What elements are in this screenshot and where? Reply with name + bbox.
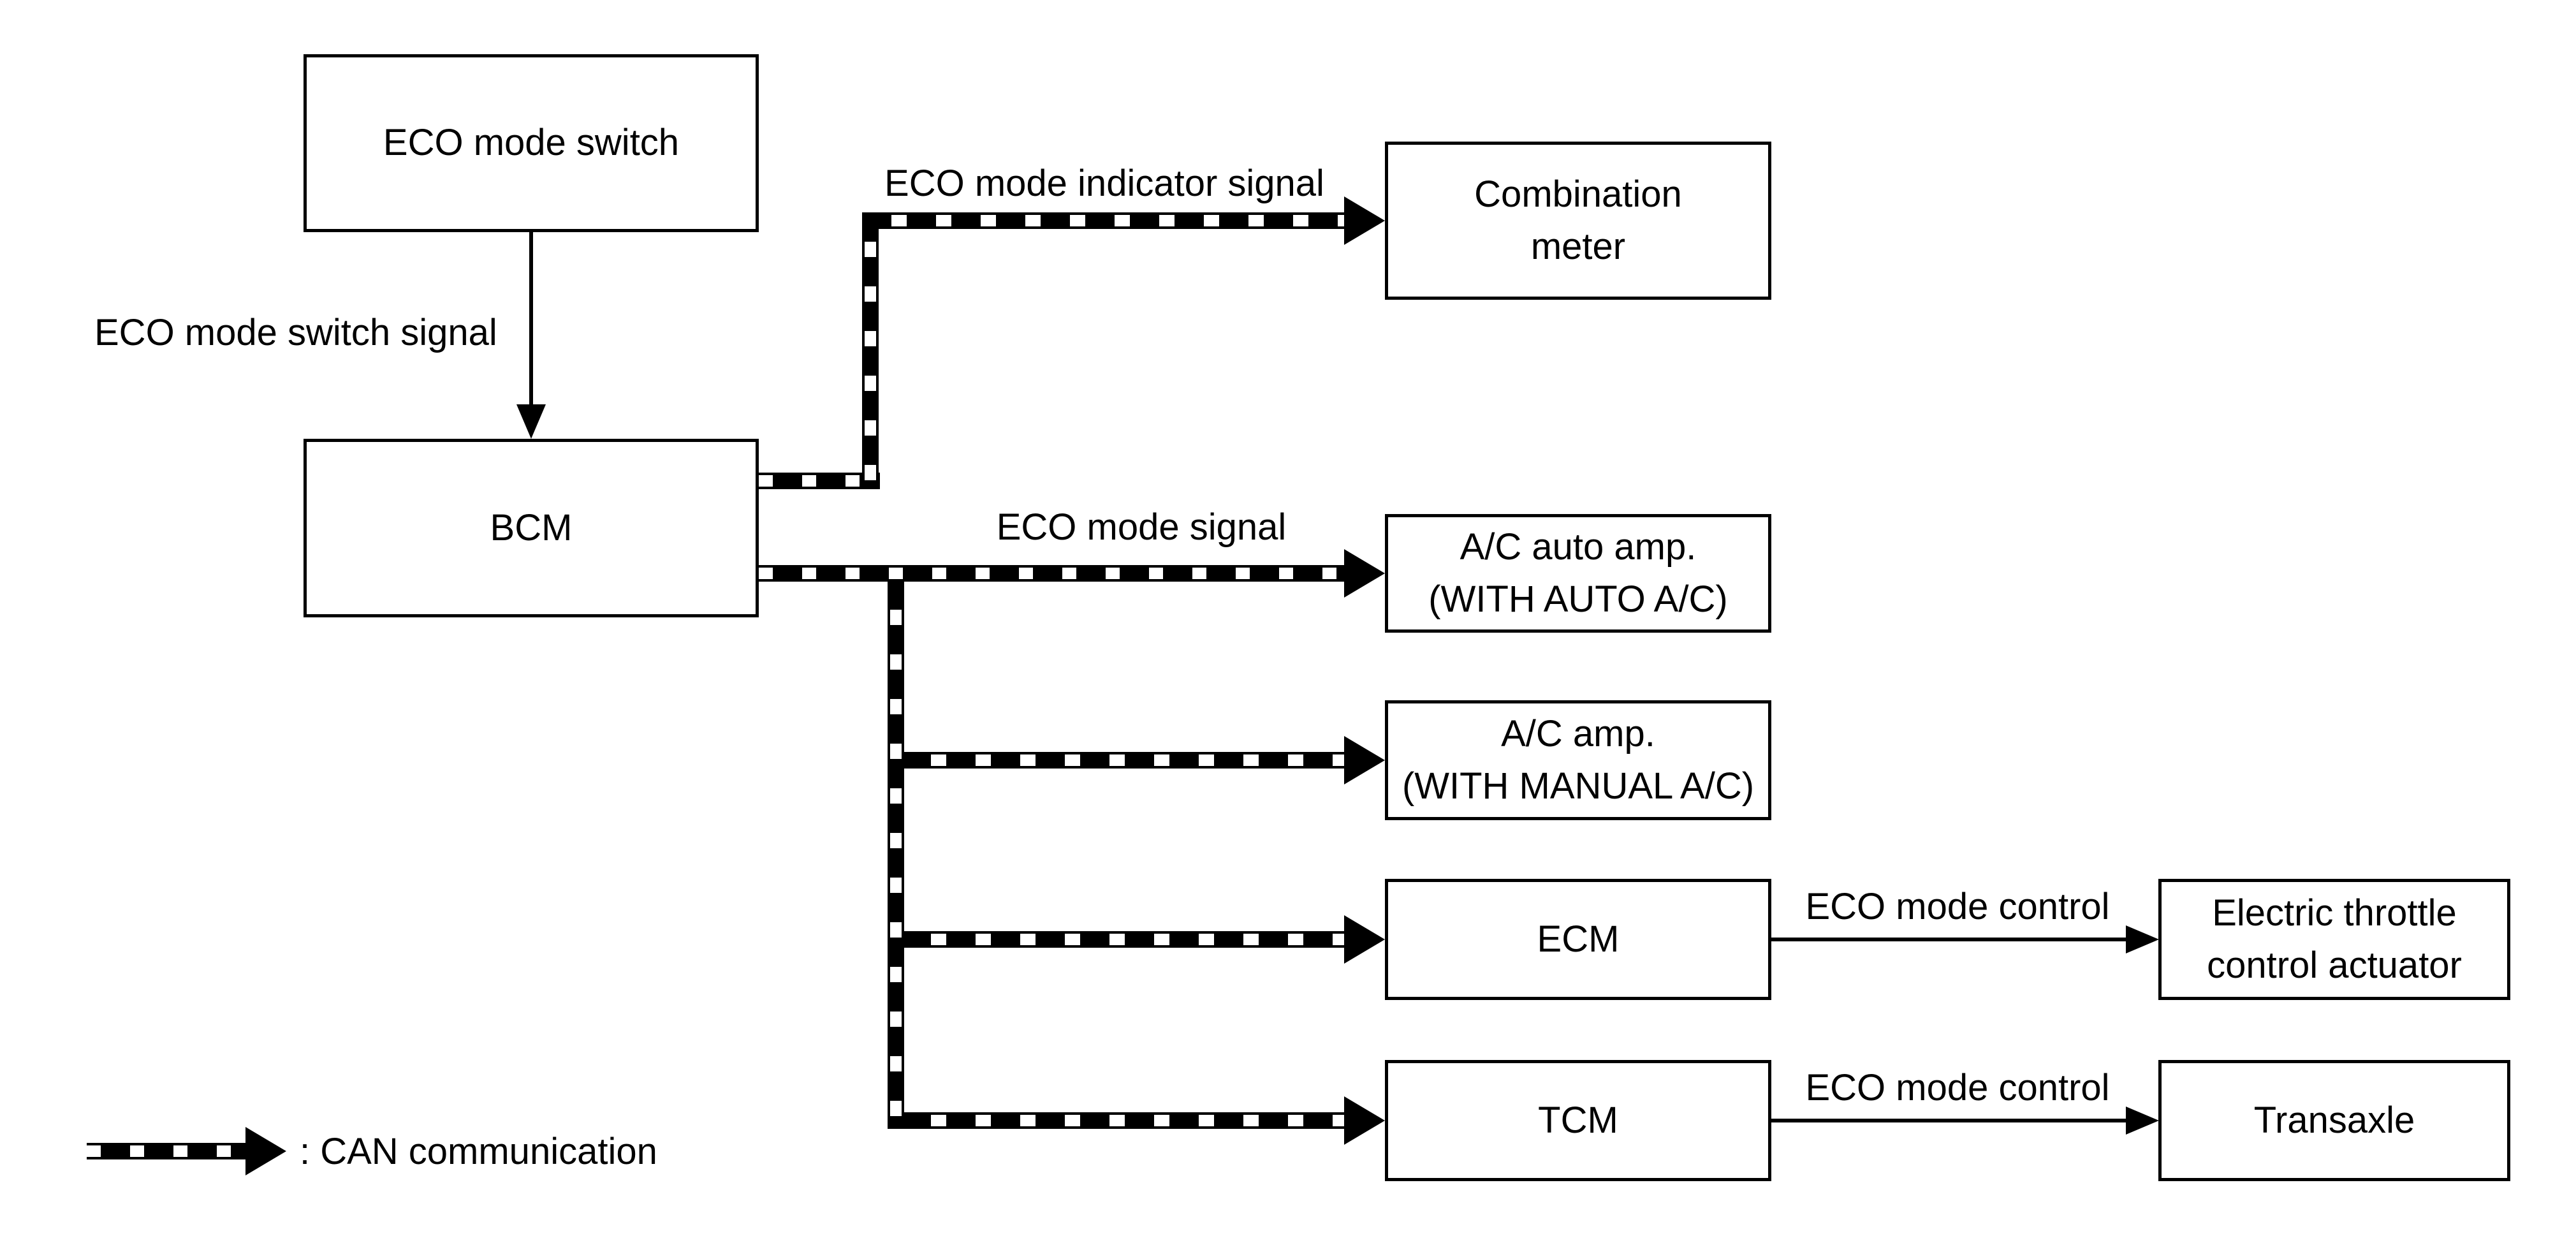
can-line-mode-signal-horizontal bbox=[759, 565, 1345, 582]
edge-label-eco-mode-indicator-signal: ECO mode indicator signal bbox=[884, 163, 1324, 204]
edge-label-eco-mode-switch-signal: ECO mode switch signal bbox=[94, 312, 497, 353]
can-arrowhead-tcm bbox=[1344, 1096, 1385, 1145]
can-line-to-ecm bbox=[902, 931, 1345, 948]
edge-label-eco-mode-signal: ECO mode signal bbox=[996, 506, 1287, 548]
connector-switch-to-bcm-arrowhead bbox=[516, 404, 546, 439]
node-ac-auto-amp: A/C auto amp. (WITH AUTO A/C) bbox=[1385, 514, 1771, 633]
can-arrowhead-combination-meter bbox=[1344, 196, 1385, 245]
legend-can-arrowhead bbox=[245, 1127, 286, 1175]
node-combination-meter: Combination meter bbox=[1385, 142, 1771, 300]
node-eco-mode-switch: ECO mode switch bbox=[304, 54, 759, 232]
can-line-to-tcm bbox=[902, 1112, 1345, 1129]
can-arrowhead-ac-amp bbox=[1344, 736, 1385, 784]
node-electric-throttle-control-actuator: Electric throttle control actuator bbox=[2158, 879, 2510, 1000]
edge-label-eco-mode-control-tcm: ECO mode control bbox=[1805, 1067, 2110, 1108]
node-ac-amp: A/C amp. (WITH MANUAL A/C) bbox=[1385, 700, 1771, 820]
can-line-indicator-horizontal bbox=[862, 212, 1345, 229]
node-tcm: TCM bbox=[1385, 1060, 1771, 1181]
can-line-bcm-stub-upper bbox=[759, 473, 880, 489]
can-line-indicator-vertical bbox=[862, 212, 879, 489]
can-line-to-ac-amp bbox=[902, 752, 1345, 769]
connector-tcm-to-transaxle-arrowhead bbox=[2126, 1107, 2159, 1135]
legend-can-label: : CAN communication bbox=[300, 1131, 657, 1172]
connector-tcm-to-transaxle-line bbox=[1770, 1119, 2130, 1122]
node-transaxle: Transaxle bbox=[2158, 1060, 2510, 1181]
can-line-branch-trunk-vertical bbox=[888, 580, 904, 1129]
edge-label-eco-mode-control-ecm: ECO mode control bbox=[1805, 886, 2110, 927]
connector-switch-to-bcm-line bbox=[529, 232, 533, 408]
connector-ecm-to-actuator-line bbox=[1770, 938, 2130, 941]
node-ecm: ECM bbox=[1385, 879, 1771, 1000]
node-bcm: BCM bbox=[304, 439, 759, 617]
legend-can-line-symbol bbox=[87, 1143, 246, 1159]
can-arrowhead-ecm bbox=[1344, 915, 1385, 964]
connector-ecm-to-actuator-arrowhead bbox=[2126, 925, 2159, 953]
can-arrowhead-ac-auto-amp bbox=[1344, 549, 1385, 598]
